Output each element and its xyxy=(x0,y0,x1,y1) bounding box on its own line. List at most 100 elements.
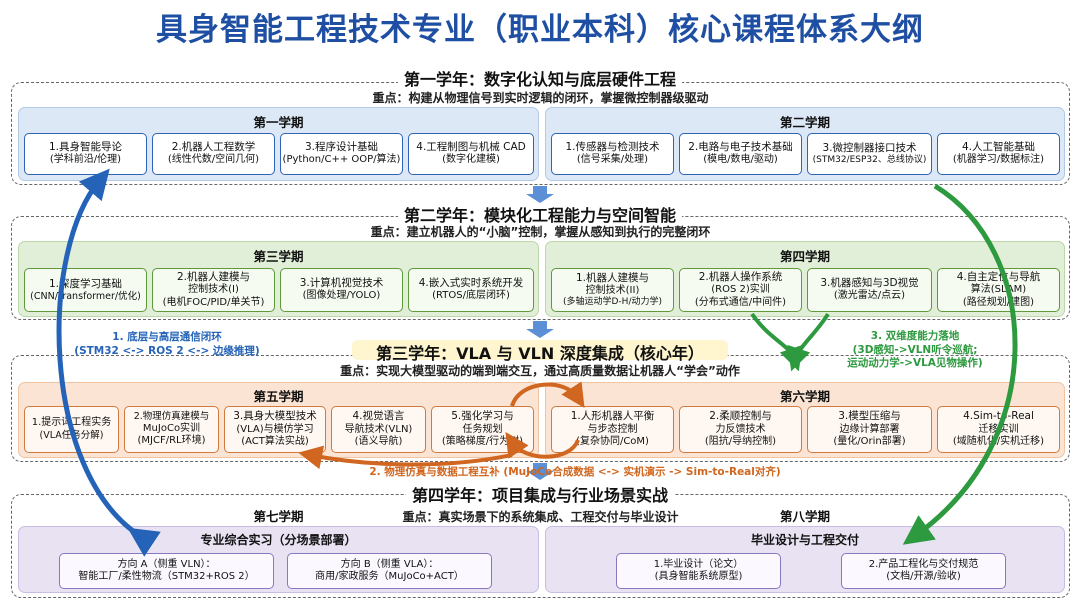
course-card[interactable]: 4.自主定位与导航算法(SLAM)(路径规划/建图) xyxy=(937,268,1060,312)
course-card[interactable]: 5.强化学习与任务规划(策略梯度/行为树) xyxy=(431,406,534,453)
course-name: 2.机器人操作系统 xyxy=(698,270,783,283)
course-card[interactable]: 4.视觉语言导航技术(VLN)(语义导航) xyxy=(331,406,426,453)
course-name-line2: 边缘计算部署 xyxy=(839,423,900,435)
course-name: 4.工程制图与机械 CAD xyxy=(416,141,526,154)
note-3-line3: 运动动力学->VLA见物操作) xyxy=(847,357,983,370)
course-detail: (分布式通信/中间件) xyxy=(694,296,787,308)
orange-cycle-arrow xyxy=(510,381,585,409)
course-card[interactable]: 1.具身智能导论(学科前沿/伦理) xyxy=(24,133,147,175)
semester-7-block-title: 专业综合实习（分场景部署） xyxy=(200,533,357,547)
course-name: 3.机器感知与3D视觉 xyxy=(820,277,919,290)
course-card[interactable]: 2.产品工程化与交付规范(文档/开源/验收) xyxy=(841,553,1006,589)
year-2-panel: 重点：建立机器人的“小脑”控制，掌握从感知到执行的完整闭环 第三学期 1.深度学… xyxy=(11,216,1070,320)
course-name: 4.自主定位与导航 xyxy=(956,270,1041,283)
year-2-heading-label: 第二学年：模块化工程能力与空间智能 xyxy=(0,202,1080,226)
year-1-panel: 重点：构建从物理信号到实时逻辑的闭环，掌握微控制器级驱动 第一学期 1.具身智能… xyxy=(11,82,1070,185)
course-detail: (文档/开源/验收) xyxy=(886,571,961,582)
note-communication-loop: 1. 底层与高层通信闭环 (STM32 <-> ROS 2 <-> 边缘推理) xyxy=(62,330,272,358)
semester-8: 毕业设计与工程交付 1.毕业设计（论文）(具身智能系统原型) 2.产品工程化与交… xyxy=(545,526,1065,593)
note-dual-dimension: 3. 双维度能力落地 (3D感知->VLN听令巡航; 运动动力学->VLA见物操… xyxy=(820,330,1010,371)
course-name: 4.人工智能基础 xyxy=(961,141,1036,154)
course-card[interactable]: 4.工程制图与机械 CAD(数字化建模) xyxy=(408,133,534,175)
course-detail: (语义导航) xyxy=(354,436,403,448)
course-detail: (路径规划/建图) xyxy=(962,296,1035,308)
course-name: 2.产品工程化与交付规范 xyxy=(868,558,979,570)
course-detail: (STM32/ESP32、总线协议) xyxy=(812,154,927,165)
course-detail: (电机FOC/PID/单关节) xyxy=(162,296,265,308)
year-3-focus: 重点：实现大模型驱动的端到端交互，通过高质量数据让机器人“学会”动作 xyxy=(340,364,740,378)
course-card[interactable]: 2.机器人操作系统(ROS 2)实训(分布式通信/中间件) xyxy=(679,268,802,312)
course-detail: (策略梯度/行为树) xyxy=(441,436,524,448)
semester-8-block-title: 毕业设计与工程交付 xyxy=(750,533,859,547)
course-name-line2: 力反馈技术 xyxy=(715,423,766,435)
core-year-highlight xyxy=(352,340,728,360)
course-card[interactable]: 2.电路与电子技术基础(模电/数电/驱动) xyxy=(679,133,802,175)
course-detail: (复杂协同/CoM) xyxy=(576,436,649,448)
course-card[interactable]: 2.机器人工程数学(线性代数/空间几何) xyxy=(152,133,275,175)
course-card[interactable]: 3.计算机视觉技术(图像处理/YOLO) xyxy=(280,268,403,312)
course-card[interactable]: 1.机器人建模与控制技术(II)(多轴运动学D-H/动力学) xyxy=(551,268,674,312)
course-card[interactable]: 3.程序设计基础(Python/C++ OOP/算法) xyxy=(280,133,403,175)
course-detail: (阻抗/导纳控制) xyxy=(704,436,777,448)
course-name-line2: (ROS 2)实训 xyxy=(711,284,770,296)
course-card[interactable]: 1.毕业设计（论文）(具身智能系统原型) xyxy=(616,553,781,589)
course-card[interactable]: 3.机器感知与3D视觉(激光雷达/点云) xyxy=(807,268,932,312)
year-2-focus: 重点：建立机器人的“小脑”控制，掌握从感知到执行的完整闭环 xyxy=(370,225,711,239)
note-3-title: 3. 双维度能力落地 xyxy=(870,330,960,342)
course-detail: (激光雷达/点云) xyxy=(833,290,906,302)
course-name-line2: MuJoCo实训 xyxy=(142,422,201,434)
course-name-line2: 任务规划 xyxy=(462,423,503,435)
semester-3-title: 第三学期 xyxy=(253,249,304,264)
course-name: 1.机器人建模与 xyxy=(575,271,650,284)
course-name: 2.机器人工程数学 xyxy=(171,141,256,154)
course-name: 4.Sim-to-Real xyxy=(963,410,1034,423)
course-name: 2.电路与电子技术基础 xyxy=(688,141,793,154)
year-3-heading-label: 第三学年：VLA 与 VLN 深度集成（核心年） xyxy=(0,340,1080,364)
note-1-title: 1. 底层与高层通信闭环 xyxy=(112,331,222,343)
semester-8-title: 第八学期 xyxy=(779,509,830,524)
course-card[interactable]: 2.柔顺控制与力反馈技术(阻抗/导纳控制) xyxy=(679,406,802,453)
direction-card[interactable]: 方向 B（侧重 VLA）：商用/家政服务（MuJoCo+ACT） xyxy=(287,553,492,589)
course-name-line2: 算法(SLAM) xyxy=(970,284,1027,296)
semester-4-title: 第四学期 xyxy=(779,249,830,264)
semester-6-title: 第六学期 xyxy=(779,389,830,404)
course-detail: (线性代数/空间几何) xyxy=(167,154,260,166)
course-name: 2.物理仿真建模与 xyxy=(133,411,210,423)
semester-1-title: 第一学期 xyxy=(253,115,304,130)
course-card[interactable]: 4.人工智能基础(机器学习/数据标注) xyxy=(937,133,1060,175)
green-loop-arrow xyxy=(902,183,1018,545)
course-card[interactable]: 4.嵌入式实时系统开发(RTOS/底层闭环) xyxy=(408,268,534,312)
course-name-line2: 与步态控制 xyxy=(587,423,638,435)
down-arrow-icon xyxy=(526,463,554,480)
course-card[interactable]: 3.模型压缩与边缘计算部署(量化/Orin部署) xyxy=(807,406,932,453)
course-name: 5.强化学习与 xyxy=(451,410,514,423)
course-card[interactable]: 3.具身大模型技术(VLA)与模仿学习(ACT算法实战) xyxy=(224,406,326,453)
year-3-heading: 第三学年：VLA 与 VLN 深度集成（核心年） xyxy=(376,344,704,363)
course-detail: (多轴运动学D-H/动力学) xyxy=(562,297,662,308)
course-name: 1.具身智能导论 xyxy=(48,141,123,154)
semester-2: 第二学期 1.传感器与检测技术(信号采集/处理) 2.电路与电子技术基础(模电/… xyxy=(545,107,1065,181)
course-detail: (机器学习/数据标注) xyxy=(952,154,1045,166)
course-detail: (学科前沿/伦理) xyxy=(49,154,122,166)
course-card[interactable]: 1.传感器与检测技术(信号采集/处理) xyxy=(551,133,674,175)
course-card[interactable]: 2.机器人建模与控制技术(I)(电机FOC/PID/单关节) xyxy=(152,268,275,312)
orange-cycle-arrow xyxy=(505,431,580,459)
course-name-line2: 导航技术(VLN) xyxy=(344,423,413,435)
course-card[interactable]: 1.人形机器人平衡与步态控制(复杂协同/CoM) xyxy=(551,406,674,453)
course-name: 1.毕业设计（论文） xyxy=(653,558,744,570)
course-detail: (量化/Orin部署) xyxy=(833,436,906,448)
semester-5-title: 第五学期 xyxy=(253,389,304,404)
semester-4: 第四学期 1.机器人建模与控制技术(II)(多轴运动学D-H/动力学) 2.机器… xyxy=(545,241,1065,317)
course-card[interactable]: 3.微控制器接口技术(STM32/ESP32、总线协议) xyxy=(807,133,932,175)
course-name: 1.传感器与检测技术 xyxy=(565,141,660,154)
semester-2-title: 第二学期 xyxy=(779,115,830,130)
course-detail: (MJCF/RL环境) xyxy=(137,435,206,447)
course-name: 4.视觉语言 xyxy=(352,410,405,423)
down-arrow-icon xyxy=(526,321,554,338)
year-4-heading: 第四学年：项目集成与行业场景实战 xyxy=(405,486,674,505)
course-detail: (模电/数电/驱动) xyxy=(703,154,778,166)
course-name-line2: 控制技术(II) xyxy=(585,284,640,296)
direction-card[interactable]: 方向 A（侧重 VLN）：智能工厂/柔性物流（STM32+ROS 2） xyxy=(59,553,274,589)
direction-name: 方向 A（侧重 VLN）： xyxy=(117,558,216,570)
